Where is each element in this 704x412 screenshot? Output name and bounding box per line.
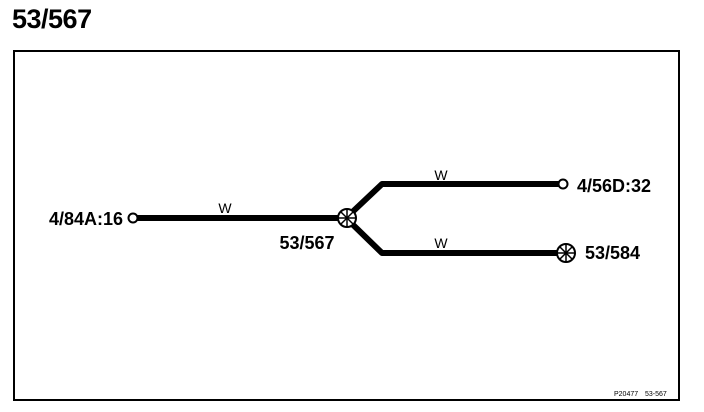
wire-label-upper-branch: W	[434, 167, 448, 183]
splice-asterisk-icon	[337, 208, 357, 228]
wire-lower-branch	[343, 215, 566, 256]
connector-label-splice: 53/567	[279, 233, 334, 253]
ref-code-figure: P20477	[614, 391, 638, 398]
diagram-frame	[13, 50, 680, 401]
ref-code-diagram: 53-567	[645, 391, 667, 398]
page-title: 53/567	[12, 4, 92, 34]
open-circle-icon	[127, 212, 139, 224]
connector-label-lower-right: 53/584	[585, 243, 640, 263]
splice-asterisk-icon	[556, 243, 576, 263]
wire-upper-branch	[343, 181, 563, 221]
connector-label-left: 4/84A:16	[49, 209, 123, 229]
connector-label-upper-right: 4/56D:32	[577, 176, 651, 196]
wire-label-lower-branch: W	[434, 235, 448, 251]
wire-label-left-trunk: W	[218, 200, 232, 216]
open-circle-icon	[557, 178, 569, 190]
